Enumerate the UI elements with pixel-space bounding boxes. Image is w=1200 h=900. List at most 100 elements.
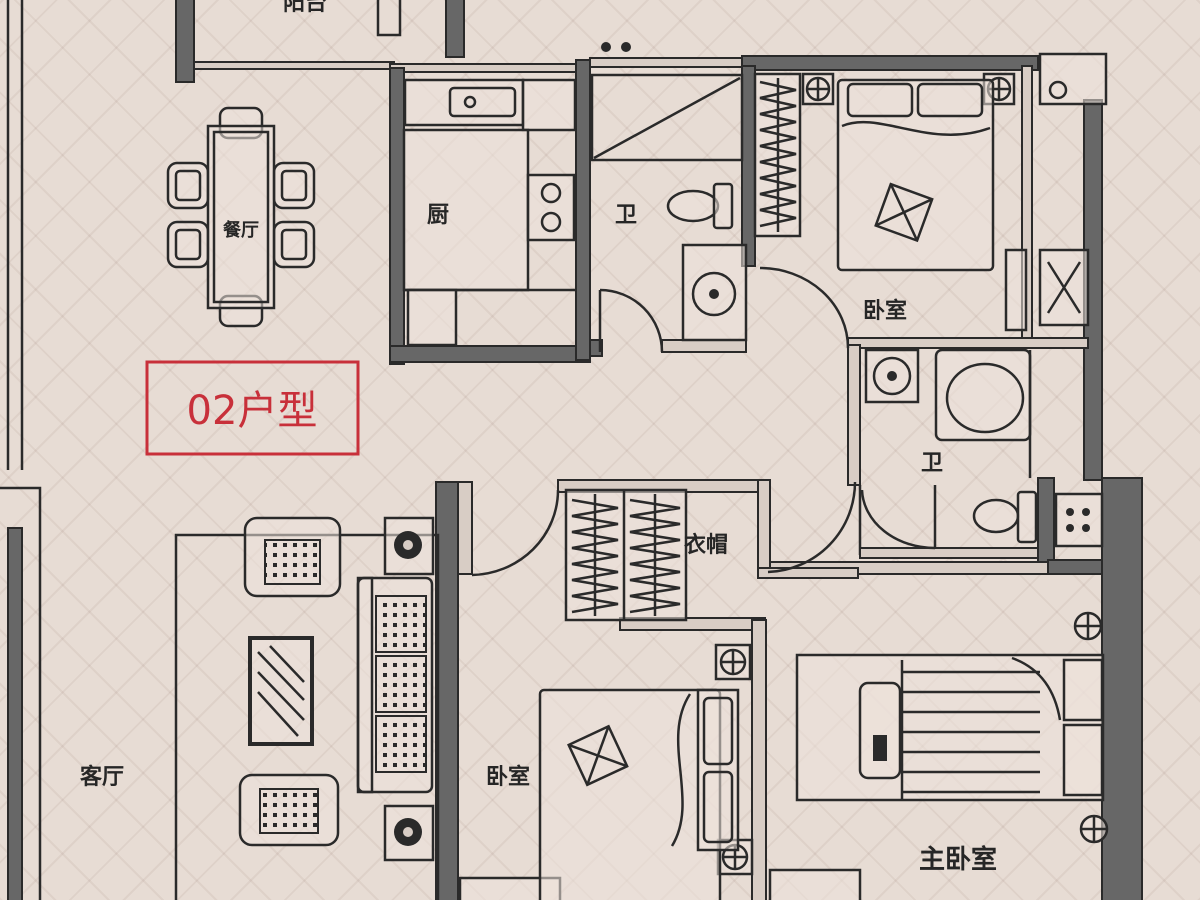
cushion-cross: [875, 183, 933, 242]
bed-icon: [795, 653, 1105, 802]
shower-icon: [590, 73, 744, 162]
wall-kitchen-bath-divider: [575, 59, 591, 361]
armchair-seat: [264, 539, 321, 585]
lamp-cross: [1075, 613, 1101, 639]
kitchen-low-cabinet: [406, 288, 458, 347]
door-swing-icon: [767, 481, 857, 574]
middle-bedroom-fixtures: [538, 488, 754, 900]
wall-bath-bedroom-divider: [741, 65, 756, 267]
wall-balcony-bottom: [193, 61, 395, 70]
water-heater-icon: [1054, 492, 1104, 548]
nightstand-icon: [1062, 658, 1104, 722]
wall-master-top-right: [1047, 559, 1105, 575]
room-label-kitchen: 厨: [427, 203, 449, 228]
bed-icon: [836, 78, 995, 272]
sofa-backrest: [356, 576, 374, 794]
water-heater-knob-4: [1082, 524, 1090, 532]
cushion-icon: [874, 182, 934, 243]
sink-drain: [709, 289, 719, 299]
room-label-bedroom-upper: 卧室: [863, 298, 907, 324]
shower-screen-diagonal: [593, 76, 741, 160]
sink-drain: [887, 371, 897, 381]
bed-blanket-fold: [841, 120, 991, 137]
toilet-icon: [666, 189, 720, 223]
toilet-icon: [972, 498, 1020, 534]
coffee-table-pattern: [257, 645, 305, 737]
wall-balcony-left: [175, 0, 195, 83]
sink-icon: [872, 356, 912, 396]
wall-exterior-right-lower: [1101, 477, 1143, 900]
kitchen-counter: [402, 128, 530, 292]
wardrobe-hangers: [629, 498, 681, 614]
bed-stripes: [902, 670, 1040, 794]
wall-left-exterior: [7, 527, 23, 900]
dining-table-inner: [212, 130, 270, 304]
upper-bedroom-fixtures: [753, 72, 1090, 332]
water-heater-knob-2: [1082, 508, 1090, 516]
faucet-icon: [463, 95, 477, 109]
wall-kitchen-bottom: [389, 345, 591, 363]
bed-pillow-bottom: [702, 770, 734, 844]
room-label-living: 客厅: [80, 764, 124, 790]
sofa-cushion: [375, 595, 427, 653]
wall-lower-bath-bottom: [859, 547, 1041, 559]
bathtub-basin: [945, 362, 1025, 434]
wall-left-exterior-frame: [0, 486, 42, 900]
hinge-dot-right: [621, 42, 631, 52]
walls: [0, 0, 1143, 900]
toilet-tank: [1016, 490, 1038, 544]
room-labels: 阳台 餐厅 厨 卫 卧室 卫 衣帽 客厅 卧室 主卧室: [80, 0, 997, 875]
chair-seat: [174, 228, 202, 261]
doors: [471, 266, 937, 577]
wall-corridor-bottom: [757, 567, 859, 579]
chair-seat: [174, 169, 202, 202]
room-label-bath-upper: 卫: [615, 203, 637, 228]
lamp-cross: [807, 78, 829, 100]
bed-blanket-fold: [1011, 656, 1062, 721]
room-label-balcony: 阳台: [283, 0, 327, 16]
toilet-tank: [712, 182, 734, 230]
wall-lower-bath-left: [847, 344, 861, 486]
bed-blanket-fold: [670, 693, 692, 847]
balcony-window-frame: [376, 0, 402, 37]
wall-middle-bedroom-left: [435, 481, 459, 900]
room-label-bath-lower: 卫: [921, 451, 943, 476]
speaker-center: [403, 827, 413, 837]
water-heater-knob-1: [1066, 508, 1074, 516]
exterior-column-top-right: [1038, 52, 1108, 106]
water-heater-knob-3: [1066, 524, 1074, 532]
door-swing-icon: [759, 266, 850, 349]
plan-type-box: [145, 360, 360, 456]
cushion-icon: [567, 724, 629, 787]
upper-bath-fixtures: [590, 73, 748, 342]
wardrobe-hangers: [571, 498, 619, 614]
armchair-seat: [259, 788, 319, 834]
wall-lower-bath-right: [1037, 477, 1055, 571]
wall-middle-bedroom-jamb: [457, 481, 473, 575]
room-label-bedroom-lower: 卧室: [486, 764, 530, 790]
wall-bath-bottom: [661, 339, 747, 353]
lamp-cross: [1081, 816, 1107, 842]
stove-icon: [526, 173, 576, 242]
bed-pillow-right: [916, 82, 984, 118]
sofa-cushion: [375, 655, 427, 713]
dining-set: [166, 106, 316, 328]
wall-corridor-right: [757, 479, 771, 576]
balcony-column: [445, 0, 465, 58]
room-label-master-bedroom: 主卧室: [919, 844, 997, 875]
stove-burner-bottom: [540, 211, 562, 233]
master-bedroom-fixtures: [795, 611, 1109, 844]
door-swing-icon: [471, 489, 560, 577]
plan-type-label: 02户型: [187, 388, 318, 434]
bed-pillow-tag: [873, 735, 887, 761]
nightstand-icon: [1062, 723, 1104, 797]
plan-type-tag: 02户型: [145, 360, 360, 456]
door-swing-icon: [599, 288, 664, 353]
lamp-cross: [721, 650, 745, 674]
window-sill-master: [768, 868, 862, 900]
dining-table-icon: [206, 124, 276, 310]
speaker-center: [403, 540, 413, 550]
chair-seat: [280, 228, 308, 261]
wall-bedroom-top: [741, 55, 1039, 71]
bed-pillow-left: [846, 82, 914, 118]
